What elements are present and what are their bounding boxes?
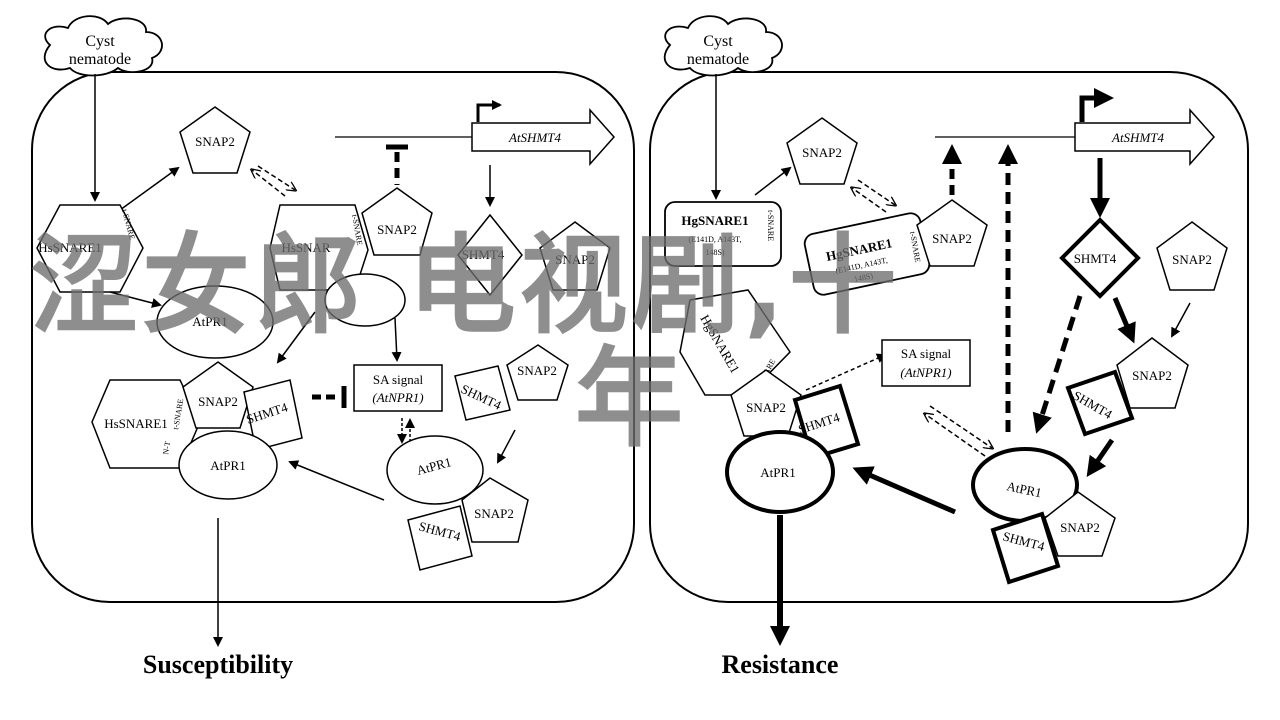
left-snap2-top: SNAP2	[179, 106, 251, 174]
left-atpr1-a: AtPR1	[156, 285, 274, 359]
right-snap2-right-label: SNAP2	[1172, 252, 1212, 267]
left-snap2-low-label: SNAP2	[198, 394, 238, 409]
left-shmt4-bottom: SHMT4	[407, 505, 473, 571]
right-sa-signal-line1: SA signal	[901, 346, 952, 361]
right-snap2-sq-label: SNAP2	[1132, 368, 1172, 383]
left-gene-label: AtSHMT4	[508, 130, 562, 145]
left-atpr1-right: AtPR1	[386, 435, 484, 505]
left-shmt4-diamond: SHMT4	[457, 213, 523, 297]
right-snap2-top-label: SNAP2	[802, 145, 842, 160]
right-nematode-cloud: Cyst nematode	[663, 15, 783, 77]
right-hg-snare-low: HgSNARE1 t-SNARE	[679, 289, 791, 396]
right-hg-b-variants-2: 148S)	[853, 271, 874, 284]
right-sa-signal-line2: (AtNPR1)	[900, 365, 951, 380]
right-snap2-top: SNAP2	[786, 117, 858, 185]
left-shmt4-square: SHMT4	[454, 365, 511, 421]
right-snap2-sq: SNAP2	[1116, 337, 1189, 409]
right-shmt4-diamond-label: SHMT4	[1074, 251, 1117, 266]
right-snap2-mid-label: SNAP2	[932, 231, 972, 246]
right-atpr1-left-label: AtPR1	[760, 465, 795, 480]
right-hg-variants-1: (E141D, A143T,	[689, 235, 742, 244]
left-atpr1-low-label: AtPR1	[210, 458, 245, 473]
right-atpr1-right-label: AtPR1	[1005, 478, 1043, 500]
right-gene-label: AtSHMT4	[1111, 130, 1165, 145]
left-outcome: Susceptibility	[143, 650, 293, 679]
left-snap2-sq-label: SNAP2	[517, 363, 557, 378]
right-atpr1-right: AtPR1	[971, 447, 1079, 523]
left-panel: Cyst nematode AtSHMT4 SNAP2 HsSNARE1 t-S…	[31, 15, 635, 679]
right-nematode-line2: nematode	[687, 51, 749, 68]
left-hs-snare1: HsSNARE1 t-SNARE	[36, 204, 144, 293]
left-hs-snare1-low: HsSNARE1 N-T t-SNARE	[91, 379, 201, 469]
left-sa-signal-line2: (AtNPR1)	[372, 390, 423, 405]
left-gene-arrow: AtSHMT4	[471, 108, 616, 166]
left-hs-snare1-mid-label: HsSNAR	[281, 240, 330, 255]
right-hg-snare1-label: HgSNARE1	[681, 213, 748, 228]
right-hg-variants-2: 148S)	[705, 248, 724, 257]
left-snap2-low: SNAP2	[182, 361, 254, 429]
right-hg-snare1: HgSNARE1 (E141D, A143T, 148S) t-SNARE	[664, 201, 782, 267]
right-snap2-bottom: SNAP2	[1044, 491, 1116, 557]
right-snap2-mid: SNAP2	[916, 199, 988, 267]
right-t-snare-a: t-SNARE	[766, 210, 775, 241]
left-hs-snare1-label: HsSNARE1	[38, 240, 102, 255]
left-snap2-sq: SNAP2	[506, 344, 569, 401]
right-snap2-low-label: SNAP2	[746, 400, 786, 415]
right-outcome: Resistance	[722, 650, 839, 679]
left-cell-boundary	[31, 71, 635, 603]
left-atpr1-low: AtPR1	[178, 430, 278, 500]
right-shmt4-bottom: SHMT4	[990, 511, 1061, 585]
right-panel: Cyst nematode AtSHMT4 SNAP2 HgSNARE1 (E1…	[649, 15, 1249, 679]
right-sa-signal: SA signal (AtNPR1)	[881, 339, 971, 387]
right-nematode-line1: Cyst	[703, 33, 733, 50]
right-atpr1-left: AtPR1	[725, 430, 835, 514]
left-snap2-bottom: SNAP2	[461, 477, 529, 543]
left-snap2-mid-label: SNAP2	[377, 222, 417, 237]
right-snap2-right: SNAP2	[1156, 221, 1228, 291]
left-nematode-line1: Cyst	[85, 33, 115, 50]
left-snap2-right: SNAP2	[539, 221, 611, 291]
left-hs-snare1-low-label: HsSNARE1	[104, 416, 168, 431]
left-n-t: N-T	[161, 441, 172, 456]
right-cell-boundary	[649, 71, 1249, 603]
left-snap2-mid: SNAP2	[361, 187, 433, 256]
left-snap2-right-label: SNAP2	[555, 252, 595, 267]
left-snap2-top-label: SNAP2	[195, 134, 235, 149]
left-snap2-bottom-label: SNAP2	[474, 506, 514, 521]
right-shmt4-sq: SHMT4	[1065, 369, 1135, 437]
right-gene-arrow: AtSHMT4	[1074, 108, 1216, 166]
right-snap2-bottom-label: SNAP2	[1060, 520, 1100, 535]
left-nematode-cloud: Cyst nematode	[43, 15, 163, 77]
left-sa-signal-line1: SA signal	[373, 372, 424, 387]
left-nematode-line2: nematode	[69, 51, 131, 68]
left-atpr1-a-label: AtPR1	[192, 314, 227, 329]
right-hg-snare1-b: HgSNARE1 (E141D, A143T, 148S) t-SNARE	[803, 212, 931, 296]
left-shmt4-diamond-label: SHMT4	[462, 247, 505, 262]
right-shmt4-diamond: SHMT4	[1059, 217, 1141, 299]
left-sa-signal: SA signal (AtNPR1)	[353, 364, 443, 412]
left-shmt4-low: SHMT4	[243, 379, 303, 451]
